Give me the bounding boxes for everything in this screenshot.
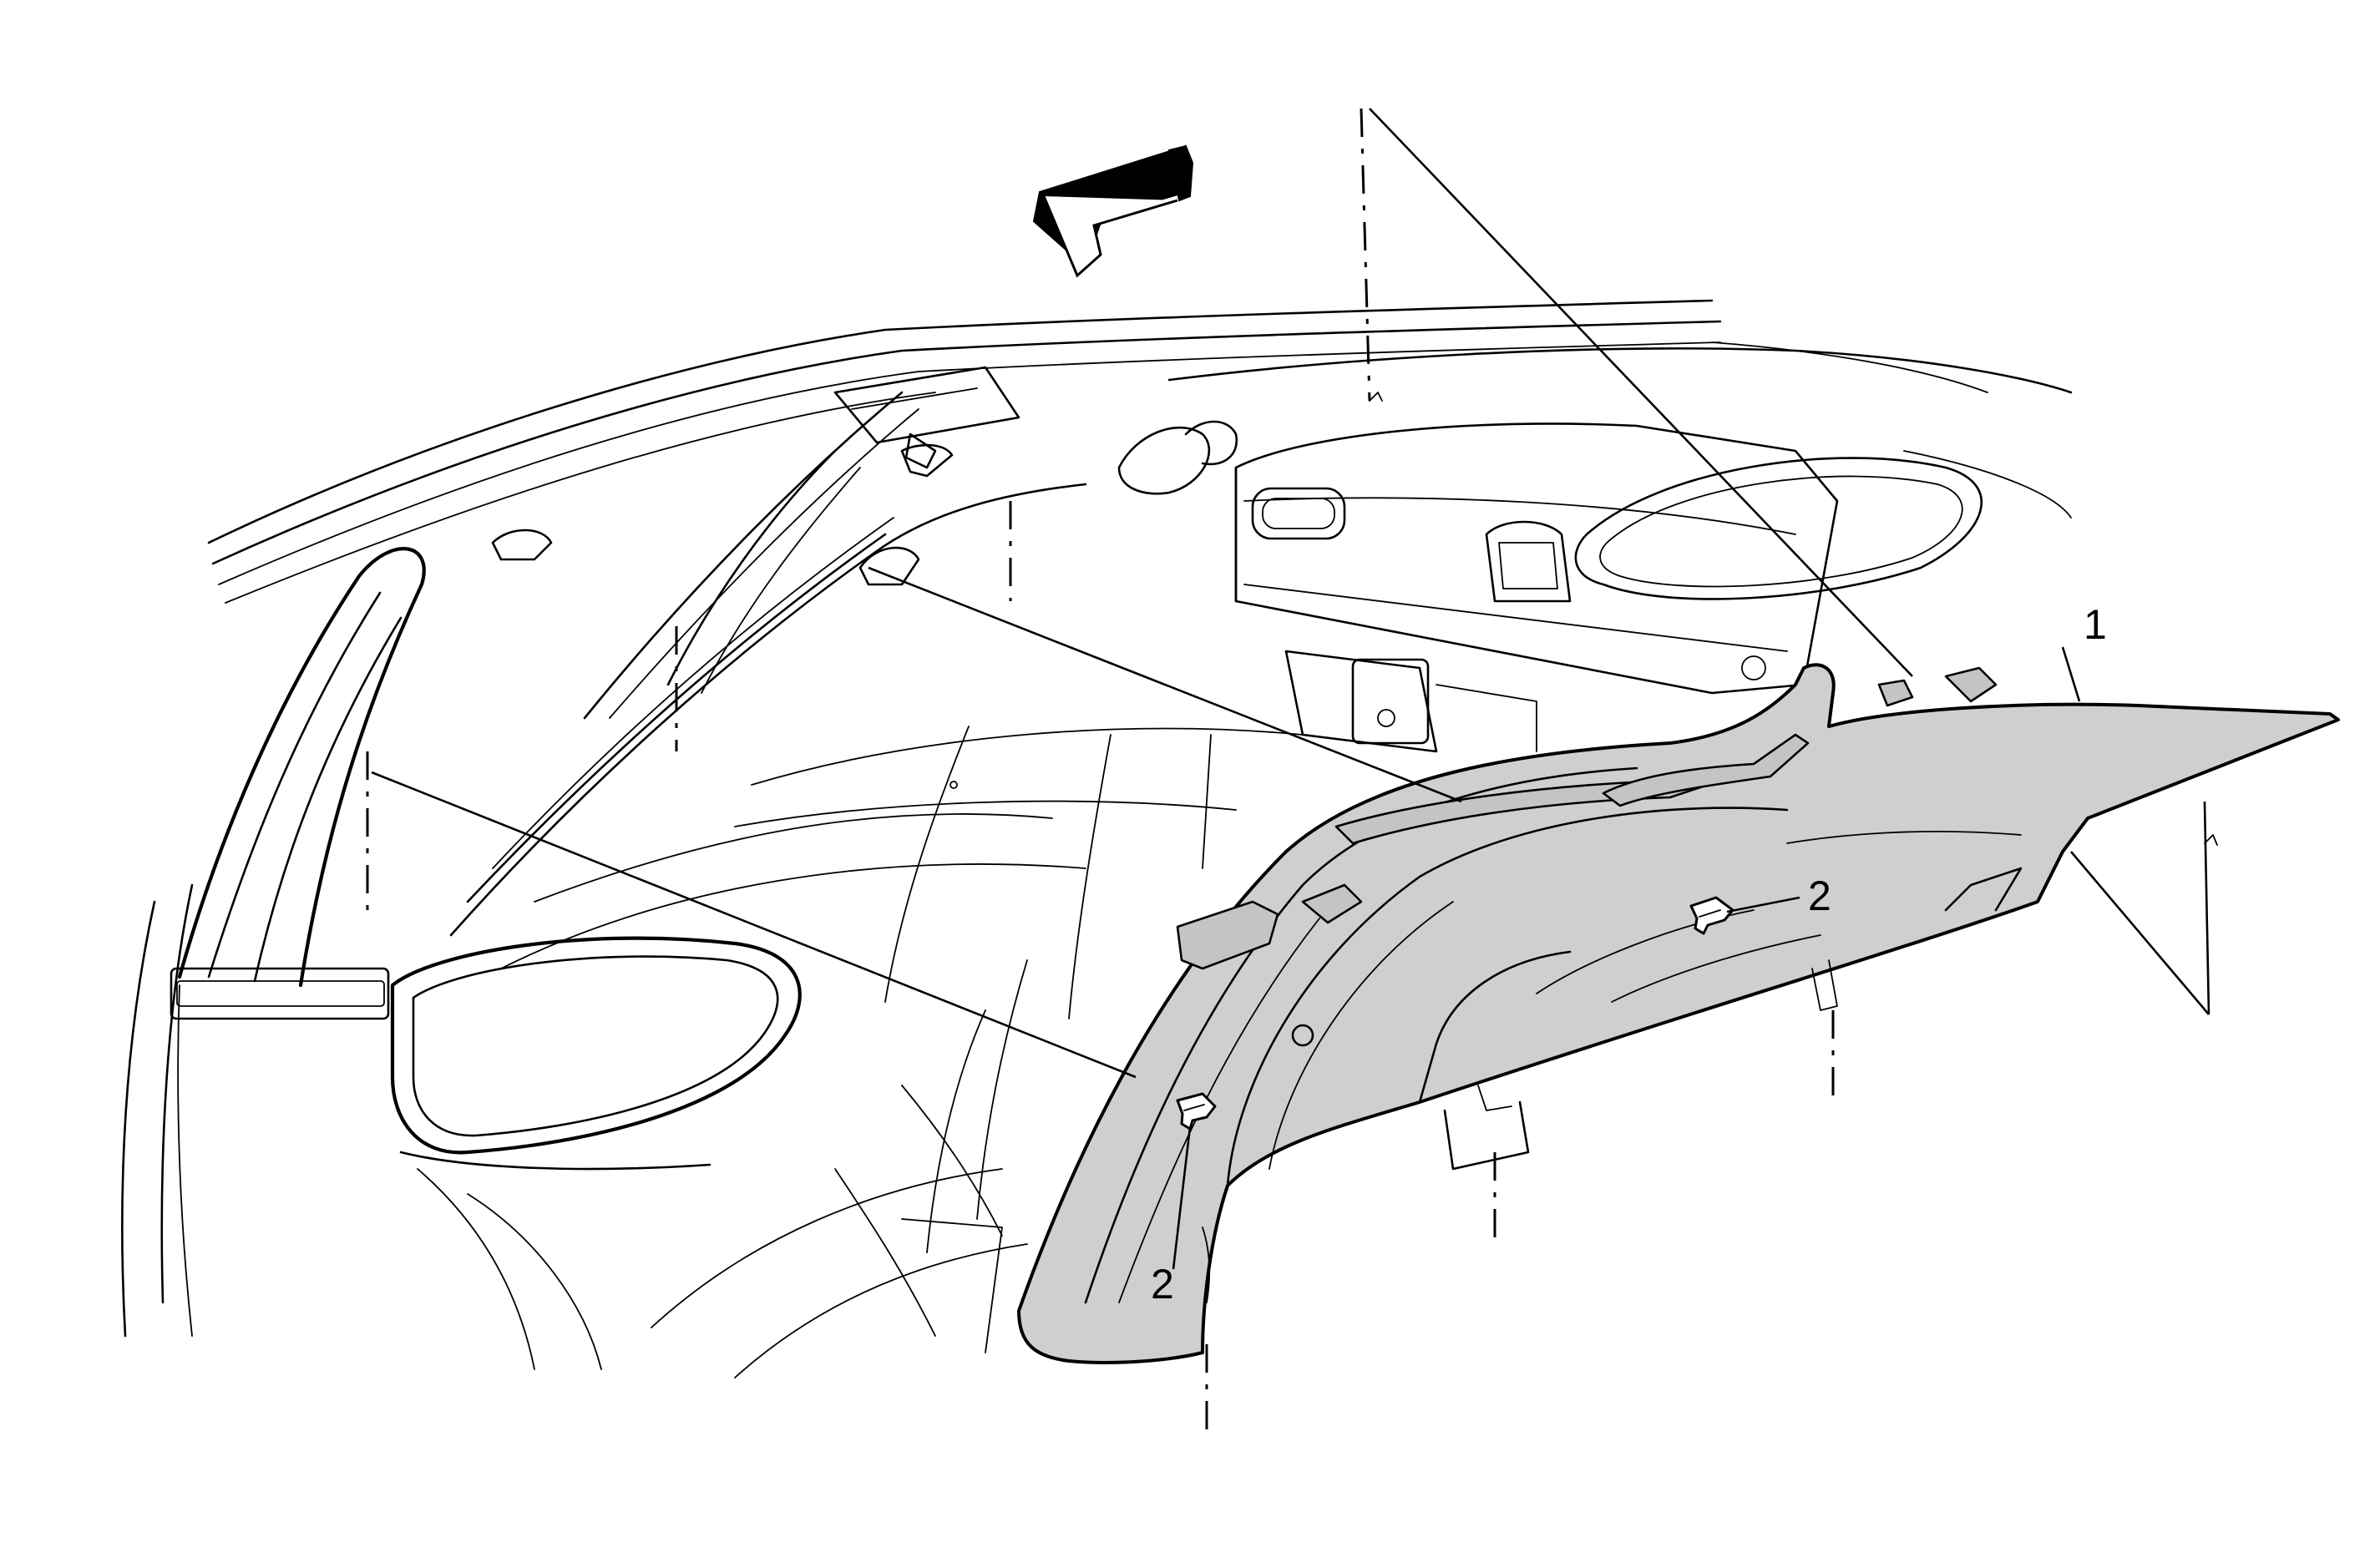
retainer-clip-lower <box>1176 1092 1217 1131</box>
quarter-trim-panel <box>1017 663 2340 1364</box>
fastener-symbols <box>904 392 2218 846</box>
front-direction-arrow-icon <box>1032 144 1194 278</box>
callout-1: 1 <box>2084 601 2107 648</box>
callout-2-lower: 2 <box>1151 1261 1174 1308</box>
callout-leaders <box>1172 646 2081 1270</box>
retainer-clip-upper <box>1689 896 1734 935</box>
projection-lines <box>371 108 2210 1079</box>
installation-dash-lines <box>366 108 1835 1436</box>
vehicle-body-lines <box>121 299 2073 1378</box>
callout-2-upper: 2 <box>1808 873 1831 919</box>
